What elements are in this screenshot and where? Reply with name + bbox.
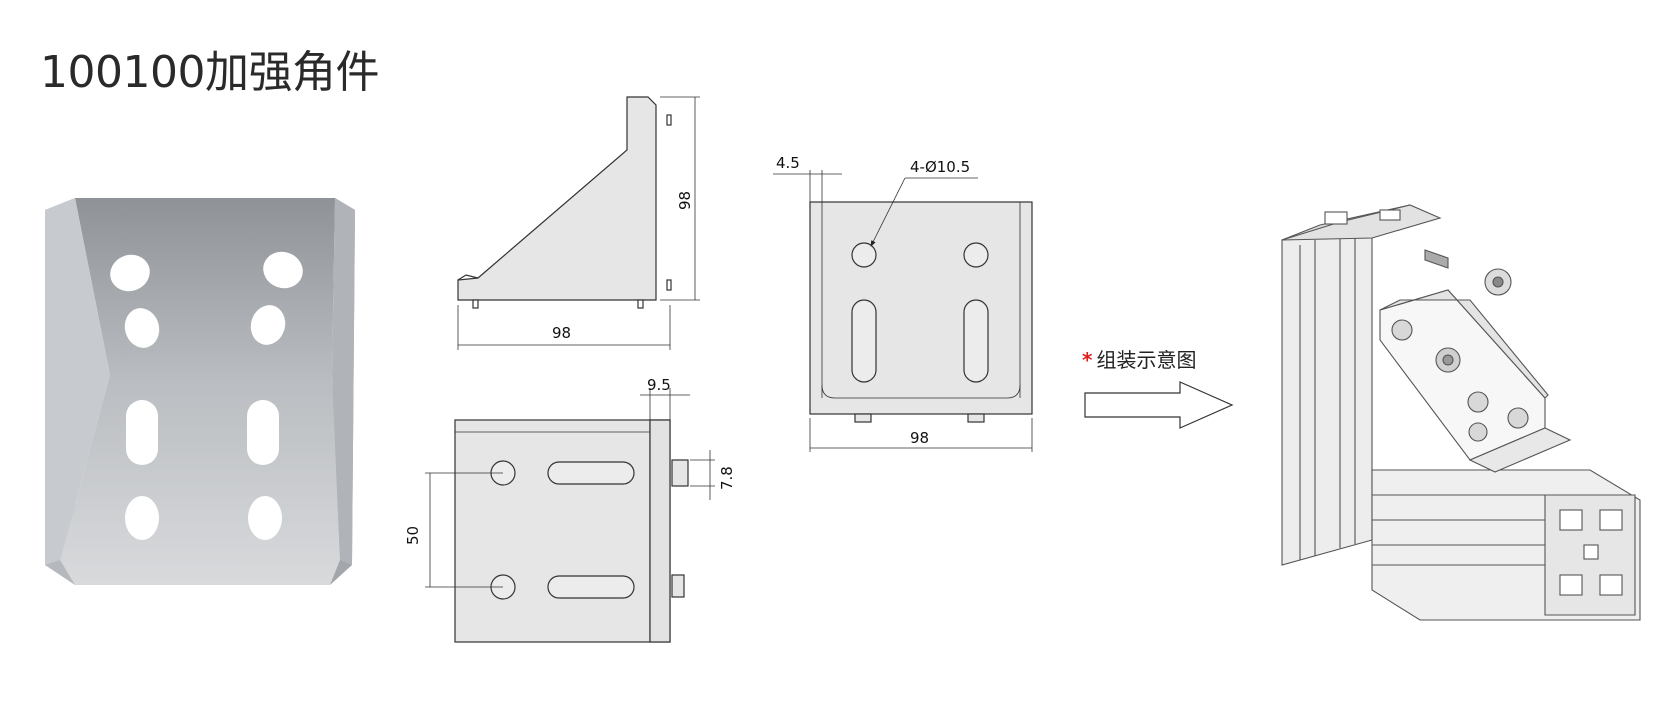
dim-top-offset: 9.5 <box>647 376 671 394</box>
side-view-drawing <box>457 96 700 350</box>
asterisk-icon: * <box>1082 348 1093 372</box>
assembly-label: *组装示意图 <box>1082 344 1196 373</box>
dim-edge-offset: 4.5 <box>776 154 800 172</box>
assembly-arrow <box>1084 381 1234 429</box>
bracket-photo <box>45 198 355 585</box>
assembly-illustration <box>1281 204 1641 621</box>
dim-side-width: 98 <box>552 324 571 342</box>
bottom-view-drawing <box>425 388 715 643</box>
dim-pin-size: 7.8 <box>718 466 736 490</box>
front-view-drawing <box>773 170 1033 452</box>
assembly-label-text: 组装示意图 <box>1096 348 1197 372</box>
dim-hole-spec: 4-Ø10.5 <box>910 158 970 176</box>
page-title: 100100加强角件 <box>40 47 379 98</box>
dim-side-height: 98 <box>676 191 694 210</box>
dim-hole-spacing: 50 <box>404 526 422 545</box>
dim-front-width: 98 <box>910 429 929 447</box>
